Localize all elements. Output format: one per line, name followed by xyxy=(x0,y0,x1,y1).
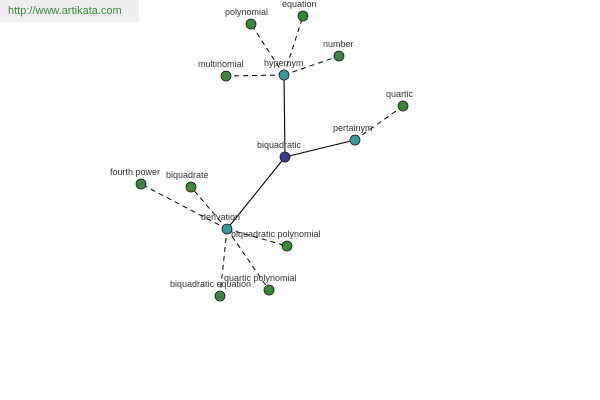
edge-hypernym-polynomial xyxy=(250,23,285,76)
edge-derivation-biquadratic-polynomial xyxy=(226,228,288,247)
edge-hypernym-multinomial xyxy=(225,74,285,77)
nodes-layer: polynomial equation number multinomial hyper… xyxy=(110,0,414,302)
leaf-node-quartic[interactable]: quartic xyxy=(386,89,414,112)
root-node-dot[interactable] xyxy=(279,151,291,163)
leaf-node-label: quartic polynomial xyxy=(224,273,297,283)
leaf-node-multinomial[interactable]: multinomial xyxy=(198,59,244,82)
leaf-node-dot[interactable] xyxy=(220,70,232,82)
leaf-node-dot[interactable] xyxy=(281,240,293,252)
relation-node-dot[interactable] xyxy=(221,223,233,235)
leaf-node-dot[interactable] xyxy=(135,178,147,190)
edge-hypernym-number xyxy=(283,55,340,76)
leaf-node-label: multinomial xyxy=(198,59,244,69)
edge-root-hypernym xyxy=(283,74,286,158)
edge-derivation-fourth-power xyxy=(140,183,228,230)
edge-root-pertainym xyxy=(284,139,356,158)
edge-derivation-biquadratic-equation xyxy=(219,228,228,297)
leaf-node-label: fourth power xyxy=(110,167,160,177)
leaf-node-label: number xyxy=(323,39,354,49)
edge-root-derivation xyxy=(226,156,286,230)
edge-pertainym-quartic xyxy=(354,105,404,141)
leaf-node-dot[interactable] xyxy=(263,284,275,296)
relation-node-label: derivation xyxy=(201,212,240,222)
root-node-label: biquadratic xyxy=(257,140,302,150)
edge-derivation-quartic-polynomial xyxy=(226,228,270,291)
leaf-node-dot[interactable] xyxy=(397,100,409,112)
edges-layer xyxy=(140,15,404,297)
leaf-node-label: biquadratic polynomial xyxy=(231,229,321,239)
relation-node-derivation[interactable]: derivation xyxy=(201,212,240,235)
leaf-node-dot[interactable] xyxy=(245,18,257,30)
leaf-node-dot[interactable] xyxy=(214,290,226,302)
edge-derivation-biquadrate xyxy=(190,186,228,230)
leaf-node-quartic-polynomial[interactable]: quartic polynomial xyxy=(224,273,297,296)
relation-node-hypernym[interactable]: hypernym xyxy=(264,58,304,81)
leaf-node-label: quartic xyxy=(386,89,414,99)
leaf-node-dot[interactable] xyxy=(333,50,345,62)
relation-node-dot[interactable] xyxy=(278,69,290,81)
root-node-biquadratic[interactable]: biquadratic xyxy=(257,140,302,163)
leaf-node-label: biquadrate xyxy=(166,170,209,180)
leaf-node-biquadratic-equation[interactable]: biquadratic equation xyxy=(170,279,251,302)
leaf-node-polynomial[interactable]: polynomial xyxy=(225,7,268,30)
relation-node-pertainym[interactable]: pertainym xyxy=(333,123,373,146)
relation-node-dot[interactable] xyxy=(349,134,361,146)
leaf-node-dot[interactable] xyxy=(185,181,197,193)
leaf-node-label: equation xyxy=(282,0,317,9)
relation-node-label: hypernym xyxy=(264,58,304,68)
leaf-node-biquadrate[interactable]: biquadrate xyxy=(166,170,209,193)
leaf-node-label: biquadratic equation xyxy=(170,279,251,289)
edge-hypernym-equation xyxy=(283,15,304,76)
relation-node-label: pertainym xyxy=(333,123,373,133)
leaf-node-label: polynomial xyxy=(225,7,268,17)
leaf-node-equation[interactable]: equation xyxy=(282,0,317,22)
site-link[interactable]: http://www.artikata.com xyxy=(0,0,139,22)
leaf-node-number[interactable]: number xyxy=(323,39,354,62)
leaf-node-biquadratic-polynomial[interactable]: biquadratic polynomial xyxy=(231,229,321,252)
leaf-node-dot[interactable] xyxy=(297,10,309,22)
leaf-node-fourth-power[interactable]: fourth power xyxy=(110,167,160,190)
